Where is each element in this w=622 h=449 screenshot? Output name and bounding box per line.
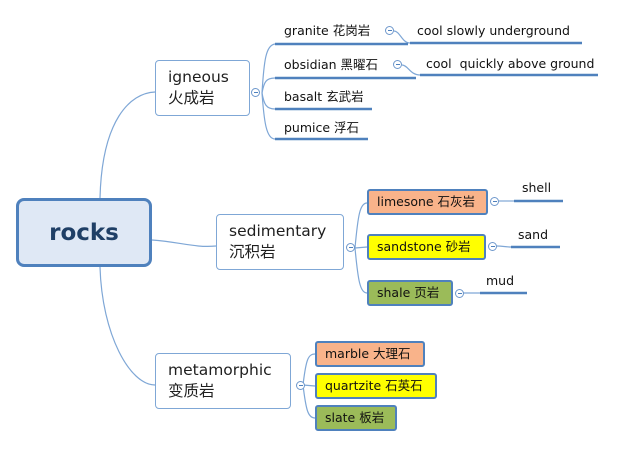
box-quartzite[interactable]: quartzite 石英石: [315, 373, 437, 399]
connector-igneous-obsidian: [261, 77, 276, 94]
igneous-label-zh: 火成岩: [168, 89, 215, 107]
limesone-collapse-toggle[interactable]: [490, 197, 499, 206]
metamorphic-label-zh: 变质岩: [168, 382, 215, 400]
box-slate[interactable]: slate 板岩: [315, 405, 397, 431]
root-label: rocks: [49, 219, 119, 246]
connector-sedimentary-shale: [354, 247, 368, 294]
box-sandstone[interactable]: sandstone 砂岩: [367, 234, 486, 260]
leaf-basalt[interactable]: basalt 玄武岩: [284, 89, 364, 104]
connector-root-sedimentary: [151, 239, 217, 247]
connector-sedimentary-sandstone: [354, 246, 368, 249]
note-obsidian[interactable]: cool quickly above ground: [426, 56, 595, 71]
branch-igneous[interactable]: igneous 火成岩: [155, 60, 250, 116]
leaf-underlines: [275, 41, 598, 295]
note-sand[interactable]: sand: [518, 227, 549, 242]
box-shale[interactable]: shale 页岩: [367, 280, 453, 306]
metamorphic-collapse-toggle[interactable]: [296, 381, 305, 390]
shale-collapse-toggle[interactable]: [455, 289, 464, 298]
box-limesone[interactable]: limesone 石灰岩: [367, 189, 488, 215]
connector-metamorphic-slate: [302, 384, 316, 419]
branch-metamorphic[interactable]: metamorphic 变质岩: [155, 353, 291, 409]
connector-igneous-granite: [261, 43, 276, 94]
connector-root-igneous: [99, 91, 156, 199]
note-shell[interactable]: shell: [522, 180, 552, 195]
leaf-granite[interactable]: granite 花岗岩: [284, 23, 371, 38]
sedimentary-label-zh: 沉积岩: [229, 243, 276, 261]
leaf-obsidian[interactable]: obsidian 黑曜石: [284, 57, 379, 72]
connector-igneous-basalt: [261, 92, 276, 110]
connector-sandstone-note: [496, 245, 512, 248]
igneous-collapse-toggle[interactable]: [251, 88, 260, 97]
sedimentary-collapse-toggle[interactable]: [346, 243, 355, 252]
connector-obsidian-note: [401, 64, 421, 76]
connector-metamorphic-marble: [302, 353, 316, 386]
connector-granite-note: [393, 30, 411, 44]
sedimentary-label-en: sedimentary: [229, 222, 327, 240]
branch-sedimentary[interactable]: sedimentary 沉积岩: [216, 214, 344, 270]
leaf-pumice[interactable]: pumice 浮石: [284, 120, 360, 135]
box-marble[interactable]: marble 大理石: [315, 341, 425, 367]
sandstone-collapse-toggle[interactable]: [488, 242, 497, 251]
root-node[interactable]: rocks: [16, 198, 152, 267]
igneous-label-en: igneous: [168, 68, 229, 86]
note-mud[interactable]: mud: [486, 273, 515, 288]
granite-collapse-toggle[interactable]: [385, 26, 394, 35]
obsidian-collapse-toggle[interactable]: [393, 60, 402, 69]
connector-root-metamorphic: [99, 266, 156, 386]
note-granite[interactable]: cool slowly underground: [417, 23, 570, 38]
connector-metamorphic-quartzite: [302, 384, 316, 387]
connector-igneous-pumice: [261, 92, 276, 140]
connector-sedimentary-limesone: [354, 202, 368, 249]
metamorphic-label-en: metamorphic: [168, 361, 272, 379]
